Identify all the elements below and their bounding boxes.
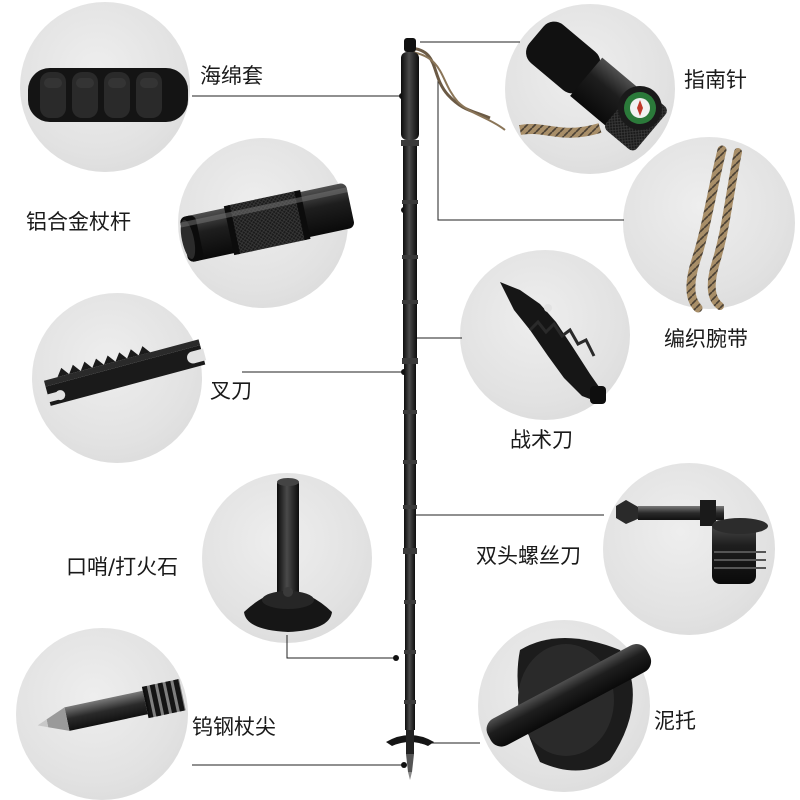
- label-wrist-strap: 编织腕带: [664, 327, 748, 351]
- trekking-pole: [386, 38, 506, 780]
- serrated-fork-blade-icon: [43, 339, 207, 406]
- carbide-tip-icon: [37, 678, 186, 731]
- screwdriver-bit-icon: [616, 500, 768, 584]
- leader-lines: [192, 41, 624, 766]
- braided-cord-icon: [686, 145, 742, 313]
- label-aluminum-pole: 铝合金杖杆: [26, 210, 131, 234]
- label-double-screwdriver: 双头螺丝刀: [476, 544, 581, 568]
- mud-basket-icon: [486, 638, 652, 771]
- label-tungsten-tip: 钨钢杖尖: [192, 715, 276, 739]
- label-tactical-knife: 战术刀: [510, 428, 573, 452]
- tactical-blade-icon: [500, 282, 606, 404]
- label-sponge-grip: 海绵套: [200, 64, 263, 88]
- foam-grip-icon: [28, 68, 188, 122]
- aluminum-tube-icon: [180, 183, 354, 262]
- label-fork-knife: 叉刀: [210, 379, 252, 403]
- label-whistle-firestarter: 口哨/打火石: [66, 555, 179, 579]
- whistle-cylinder-icon: [244, 478, 332, 632]
- label-compass: 指南针: [684, 68, 747, 92]
- compass-cap-icon: [519, 21, 667, 151]
- label-mud-basket: 泥托: [654, 709, 696, 733]
